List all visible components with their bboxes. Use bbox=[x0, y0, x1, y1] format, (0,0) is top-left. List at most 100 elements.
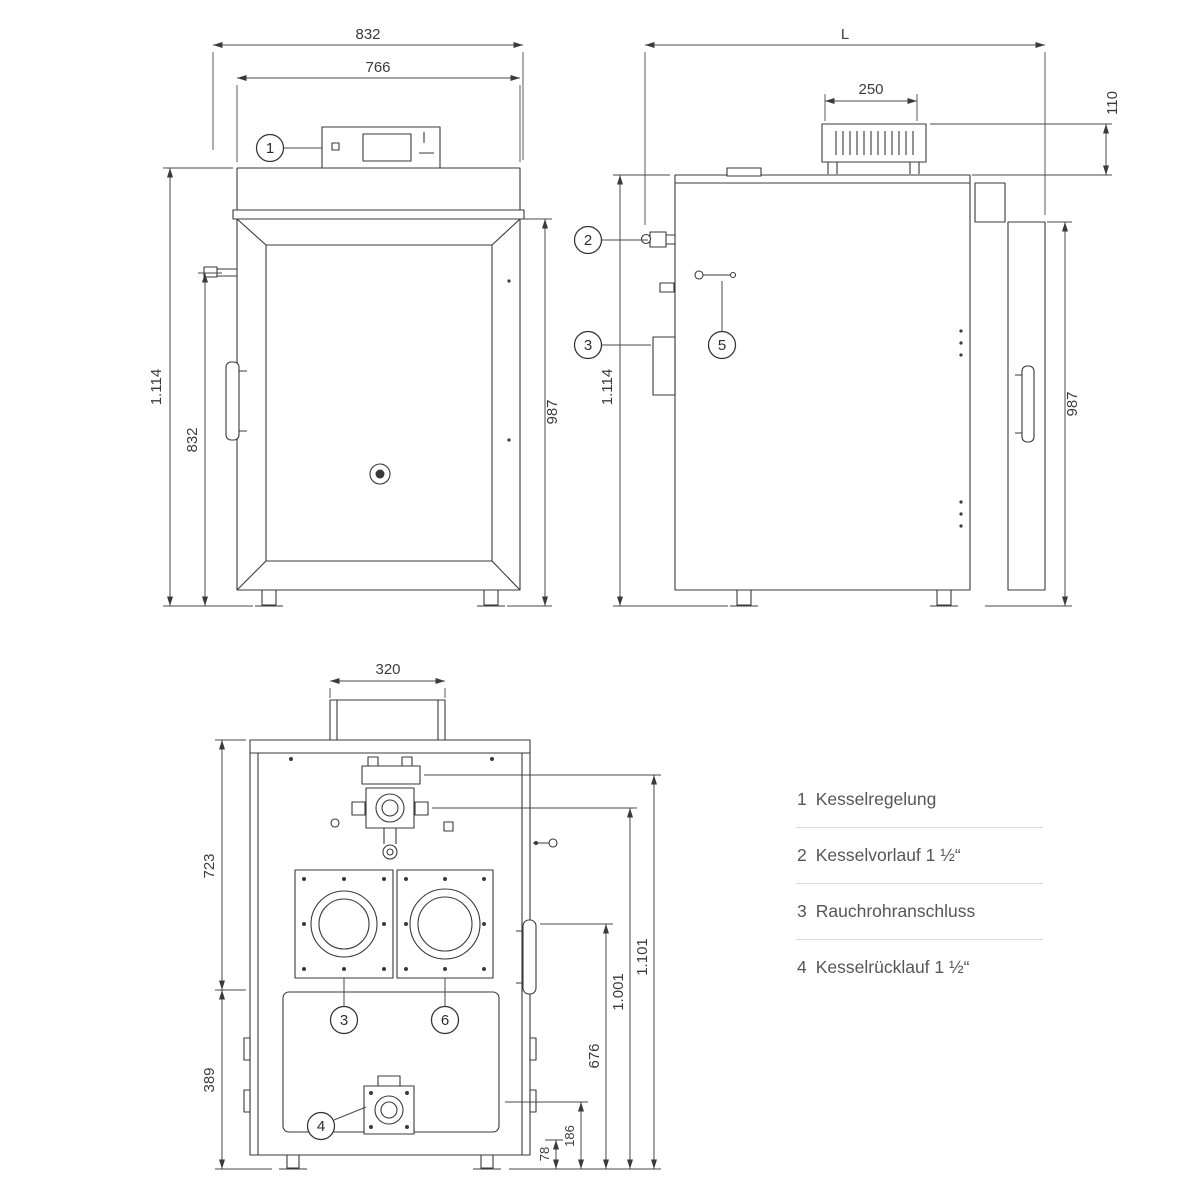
legend-item-label: Rauchrohranschluss bbox=[815, 901, 976, 921]
dim-rear-676: 676 bbox=[540, 923, 613, 1169]
rear-hinge-tabs bbox=[243, 1037, 537, 1113]
callout-3-rear-port: 3 bbox=[329, 978, 359, 1035]
front-door-bevels bbox=[236, 218, 521, 591]
control-panel-display bbox=[362, 133, 412, 162]
rear-small-hole bbox=[330, 818, 340, 828]
callout-circle bbox=[255, 133, 285, 163]
callout-number: 1 bbox=[266, 140, 274, 157]
dim-label: 723 bbox=[201, 853, 218, 878]
legend-item-kesselvorlauf: 2 Kesselvorlauf 1 ½“ bbox=[795, 828, 1043, 884]
dim-front-width-total: 832 bbox=[212, 26, 524, 160]
side-flow-connector bbox=[640, 231, 675, 248]
dim-front-height-total: 1.114 bbox=[148, 167, 253, 607]
front-door-knob bbox=[369, 463, 391, 485]
callout-number: 3 bbox=[584, 337, 592, 354]
callout-circle bbox=[707, 330, 737, 360]
dim-label: 987 bbox=[1064, 391, 1081, 416]
legend-item-number: 1 bbox=[797, 789, 807, 809]
callout-number: 6 bbox=[441, 1012, 449, 1029]
callout-circle bbox=[573, 225, 603, 255]
dim-label: 1.114 bbox=[599, 369, 616, 405]
rear-side-handle bbox=[516, 919, 537, 995]
dim-label: 186 bbox=[562, 1125, 577, 1147]
dim-label: L bbox=[841, 26, 849, 43]
screw-dot bbox=[507, 438, 511, 442]
side-screw-dots bbox=[959, 329, 963, 528]
legend-item-kesselregelung: 1 Kesselregelung bbox=[795, 772, 1043, 828]
dim-front-height-handle: 832 bbox=[184, 272, 222, 606]
rear-feet bbox=[279, 1154, 501, 1170]
handle-mounts bbox=[239, 370, 247, 432]
rear-small-box bbox=[443, 821, 454, 832]
dim-rear-1001: 1.001 bbox=[432, 807, 637, 1169]
dim-label: 987 bbox=[544, 399, 561, 424]
dim-label: 676 bbox=[586, 1043, 603, 1068]
rear-flow-fitting bbox=[351, 756, 429, 860]
side-view: L 250 110 1.114 987 2 bbox=[573, 26, 1121, 607]
legend-item-label: Kesselvorlauf 1 ½“ bbox=[815, 845, 961, 865]
dim-label: 766 bbox=[365, 59, 390, 76]
dim-label: 320 bbox=[375, 661, 400, 678]
callout-6-rear-port: 6 bbox=[430, 978, 460, 1035]
dim-label: 832 bbox=[355, 26, 380, 43]
side-feet bbox=[730, 589, 958, 607]
rear-flue-stub-inner bbox=[336, 700, 439, 740]
port-bolts bbox=[404, 877, 486, 971]
control-unit-feet bbox=[827, 162, 920, 174]
boiler-control-panel bbox=[321, 126, 441, 169]
dim-side-control-height: 110 bbox=[930, 91, 1121, 176]
callout-circle bbox=[329, 1005, 359, 1035]
dim-label: 1.101 bbox=[634, 938, 651, 976]
legend-item-kesselruecklauf: 4 Kesselrücklauf 1 ½“ bbox=[795, 940, 1043, 995]
rear-pin-fitting bbox=[533, 838, 558, 848]
callout-number: 3 bbox=[340, 1012, 348, 1029]
dim-side-control-width: 250 bbox=[824, 81, 918, 121]
callout-3-rauchrohr: 3 bbox=[573, 330, 651, 360]
front-boiler-body bbox=[232, 167, 525, 591]
dim-rear-lower-height: 389 bbox=[201, 990, 272, 1170]
rear-return-fitting bbox=[363, 1075, 415, 1135]
callout-1-kesselregelung: 1 bbox=[255, 133, 322, 163]
dim-side-height-total: 1.114 bbox=[599, 174, 728, 607]
control-unit-housing bbox=[821, 123, 927, 163]
control-panel-button bbox=[331, 142, 340, 151]
front-feet bbox=[255, 589, 505, 607]
callout-number: 4 bbox=[317, 1118, 325, 1135]
dim-label: 1.001 bbox=[610, 973, 627, 1011]
legend-item-number: 2 bbox=[797, 845, 807, 865]
callout-2-kesselvorlauf: 2 bbox=[573, 225, 648, 255]
dim-rear-78: 78 bbox=[537, 1139, 563, 1169]
port-bolts bbox=[302, 877, 386, 971]
callout-circle bbox=[430, 1005, 460, 1035]
dim-label: 250 bbox=[858, 81, 883, 98]
dim-label: 389 bbox=[201, 1067, 218, 1092]
rear-left-port bbox=[294, 869, 394, 979]
front-door-handle bbox=[225, 361, 247, 441]
side-control-unit bbox=[821, 123, 927, 174]
rear-panel-seams bbox=[250, 752, 530, 1155]
control-unit-vents bbox=[835, 131, 914, 155]
control-panel-details bbox=[419, 132, 434, 154]
legend-item-number: 4 bbox=[797, 957, 807, 977]
rear-cover-handle bbox=[1021, 365, 1035, 443]
callout-circle bbox=[306, 1111, 336, 1141]
dim-rear-186: 186 bbox=[505, 1101, 588, 1169]
screw-dot bbox=[490, 757, 494, 761]
legend: 1 Kesselregelung 2 Kesselvorlauf 1 ½“ 3 … bbox=[795, 772, 1043, 995]
rear-right-port bbox=[396, 869, 494, 979]
side-flue-stub bbox=[652, 336, 676, 396]
callout-circle bbox=[573, 330, 603, 360]
callout-number: 2 bbox=[584, 232, 592, 249]
legend-item-number: 3 bbox=[797, 901, 807, 921]
dim-label: 832 bbox=[184, 427, 201, 452]
dim-side-height-body: 987 bbox=[985, 221, 1081, 607]
side-boiler-body bbox=[674, 174, 971, 591]
front-view: 1 832 766 1.114 832 987 bbox=[148, 26, 561, 607]
dim-rear-upper-height: 723 bbox=[201, 739, 246, 991]
dim-label: 78 bbox=[537, 1147, 552, 1161]
callout-leader bbox=[333, 1106, 367, 1121]
side-small-connector bbox=[659, 282, 675, 293]
callout-5-handle: 5 bbox=[707, 281, 737, 360]
